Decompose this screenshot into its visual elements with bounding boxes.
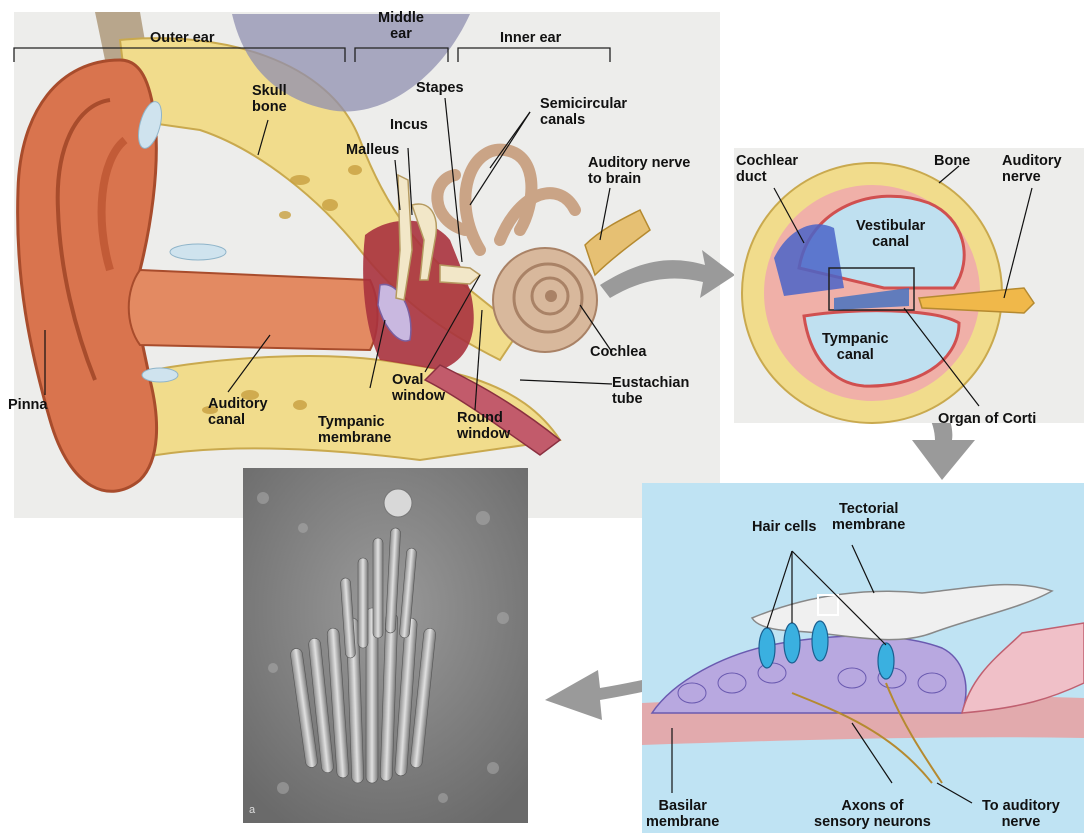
eustachian-tube-label: Eustachian tube: [612, 375, 689, 407]
oval-window-label: Oval window: [392, 372, 445, 404]
hair-bundle-micrograph: a: [243, 468, 528, 823]
basilar-membrane-label: Basilar membrane: [646, 798, 719, 830]
tympanic-membrane-label: Tympanic membrane: [318, 414, 391, 446]
pinna-label: Pinna: [8, 397, 47, 413]
outer-middle-inner-ear-panel: Outer ear Middle ear Inner ear Skull bon…: [0, 0, 720, 520]
auditory-nerve-to-brain-label: Auditory nerve to brain: [588, 155, 690, 187]
tympanic-canal-label: Tympanic canal: [822, 331, 889, 363]
cochlea-cross-section-panel: Cochlear duct Bone Auditory nerve Vestib…: [734, 148, 1084, 428]
middle-ear-label: Middle ear: [378, 10, 424, 42]
auditory-canal-label: Auditory canal: [208, 396, 268, 428]
bone-label: Bone: [934, 153, 970, 169]
micrograph-image: [243, 468, 528, 823]
cochlear-duct-label: Cochlear duct: [736, 153, 798, 185]
semicircular-canals-label: Semicircular canals: [540, 96, 627, 128]
incus-label: Incus: [390, 117, 428, 133]
organ-of-corti-panel: Tectorial membrane Hair cells Basilar me…: [642, 483, 1084, 833]
malleus-label: Malleus: [346, 142, 399, 158]
inner-ear-label: Inner ear: [500, 30, 561, 46]
stapes-label: Stapes: [416, 80, 464, 96]
skull-bone-label: Skull bone: [252, 83, 287, 115]
axons-label: Axons of sensory neurons: [814, 798, 931, 830]
hair-cells-label: Hair cells: [752, 519, 817, 535]
tectorial-membrane-label: Tectorial membrane: [832, 501, 905, 533]
round-window-label: Round window: [457, 410, 510, 442]
micrograph-letter-label: a: [249, 802, 255, 818]
cochlea-label: Cochlea: [590, 344, 646, 360]
to-auditory-nerve-label: To auditory nerve: [982, 798, 1060, 830]
cochlea-section-illustration: [734, 148, 1084, 428]
vestibular-canal-label: Vestibular canal: [856, 218, 925, 250]
auditory-nerve-label: Auditory nerve: [1002, 153, 1062, 185]
outer-ear-label: Outer ear: [150, 30, 214, 46]
corti-illustration: [642, 483, 1084, 833]
organ-of-corti-label: Organ of Corti: [938, 411, 1036, 427]
